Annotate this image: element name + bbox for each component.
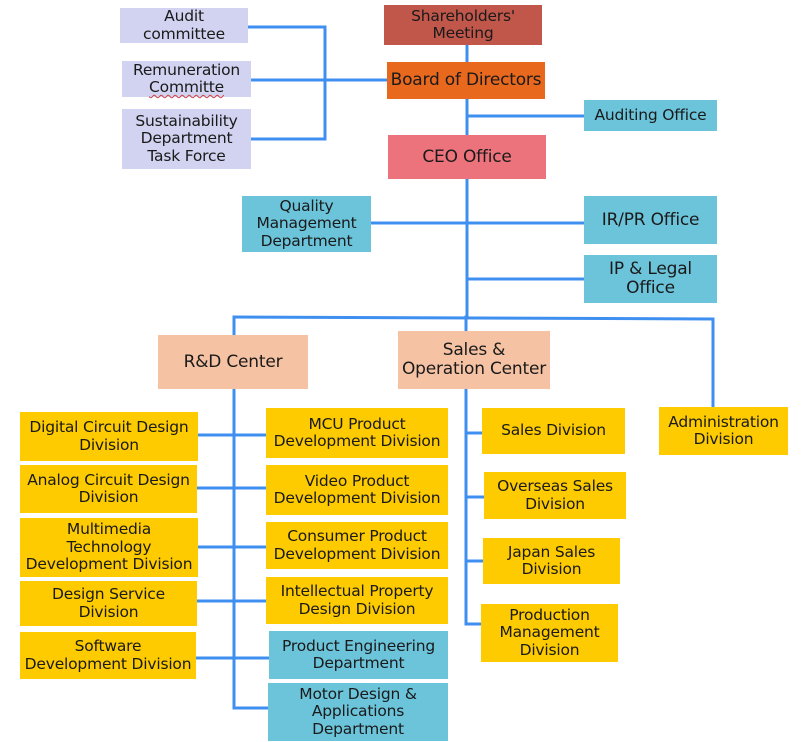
motor-design-applications-department-box: Motor Design & Applications Department (268, 683, 448, 741)
design-service-division-box: Design Service Division (20, 581, 197, 626)
rd-center-box: R&D Center (158, 335, 308, 389)
remuneration-committee-box: Remuneration Committe (122, 61, 251, 97)
sales-division-box: Sales Division (482, 408, 625, 454)
intellectual-property-design-division-box: Intellectual Property Design Division (266, 577, 448, 624)
board-of-directors-box: Board of Directors (387, 62, 545, 99)
analog-circuit-design-division-box: Analog Circuit Design Division (20, 465, 197, 513)
software-development-division-box: Software Development Division (20, 632, 196, 679)
audit-committee-box: Audit committee (120, 7, 248, 43)
administration-division-box: Administration Division (659, 407, 788, 455)
consumer-product-development-division-box: Consumer Product Development Division (266, 522, 448, 569)
ip-legal-office-box: IP & Legal Office (584, 255, 717, 303)
remuneration-label-line1: Remuneration (132, 60, 241, 79)
mcu-product-development-division-box: MCU Product Development Division (266, 408, 448, 458)
ir-pr-office-box: IR/PR Office (584, 196, 717, 244)
digital-circuit-design-division-box: Digital Circuit Design Division (20, 412, 198, 461)
sustainability-task-force-box: Sustainability Department Task Force (122, 109, 251, 169)
sales-spine (464, 387, 483, 626)
quality-management-department-box: Quality Management Department (242, 196, 371, 252)
video-product-development-division-box: Video Product Development Division (266, 465, 448, 515)
overseas-sales-division-box: Overseas Sales Division (484, 472, 626, 519)
centers-bus (232, 315, 715, 321)
ceo-office-box: CEO Office (388, 135, 546, 179)
rd-spine (232, 387, 270, 710)
shareholders-meeting-box: Shareholders' Meeting (384, 5, 542, 45)
japan-sales-division-box: Japan Sales Division (483, 538, 620, 584)
multimedia-technology-development-division-box: Multimedia Technology Development Divisi… (20, 518, 198, 577)
sales-operation-center-box: Sales & Operation Center (398, 331, 550, 389)
production-management-division-box: Production Management Division (481, 604, 618, 662)
product-engineering-department-box: Product Engineering Department (269, 631, 448, 679)
auditing-office-box: Auditing Office (584, 100, 717, 131)
remuneration-label-line2: Committe (149, 78, 224, 96)
